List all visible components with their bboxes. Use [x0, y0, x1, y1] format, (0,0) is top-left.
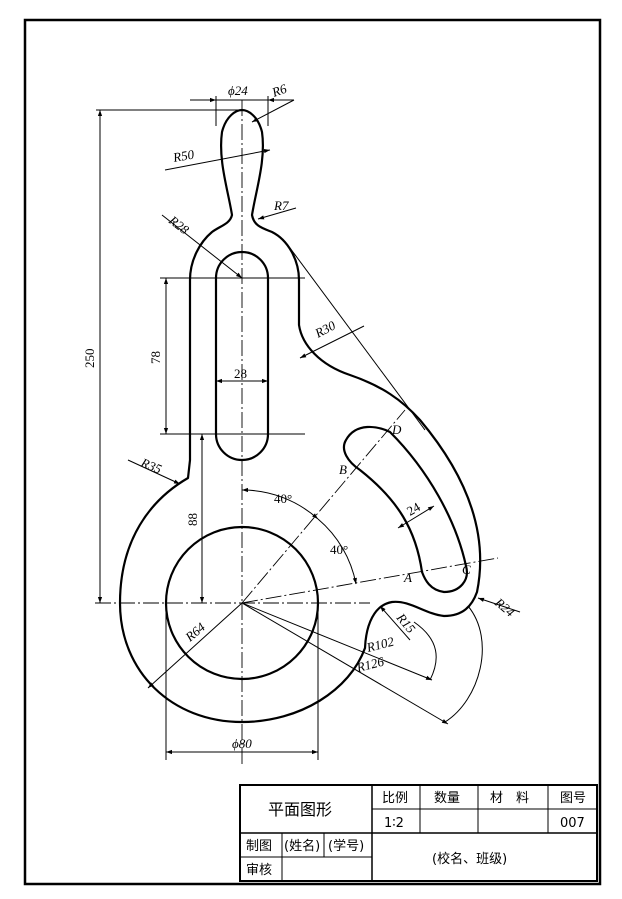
material-label: 材 料 — [490, 791, 529, 806]
point-a: A — [403, 570, 412, 585]
dim-r24: R24 — [491, 594, 518, 620]
dim-r126: R126 — [354, 654, 386, 676]
name-placeholder: (姓名) — [284, 838, 320, 854]
drawing-number-value: 007 — [560, 816, 585, 831]
dim-24: 24 — [404, 499, 423, 519]
dim-r50: R50 — [171, 146, 196, 165]
drawn-by-label: 制图 — [246, 839, 272, 854]
dimension-lines — [96, 96, 521, 760]
dim-r64: R64 — [182, 619, 209, 645]
school-class-placeholder: (校名、班级) — [432, 851, 507, 867]
point-b: B — [339, 462, 347, 477]
drawing-frame — [23, 18, 602, 886]
title-block: 平面图形 比例 1∶2 数量 材 料 图号 007 制图 (姓名) (学号) 审… — [239, 784, 598, 882]
dim-angle-upper: 40° — [274, 491, 292, 506]
dim-r28: R28 — [165, 212, 192, 238]
dim-tip-diameter: ϕ24 — [228, 83, 248, 98]
dim-r7: R7 — [273, 198, 289, 213]
title-block-title: 平面图形 — [268, 800, 332, 819]
dim-r30: R30 — [311, 317, 338, 341]
checked-by-label: 审核 — [246, 863, 272, 878]
point-d: D — [391, 422, 402, 437]
dim-r6: R6 — [269, 81, 289, 101]
dim-angle-lower: 40° — [330, 542, 348, 557]
dim-250: 250 — [82, 349, 97, 369]
scale-label: 比例 — [382, 791, 408, 806]
drawing-number-label: 图号 — [560, 791, 586, 806]
dim-diameter-80: ϕ80 — [232, 736, 252, 751]
point-labels: A B C D — [339, 422, 471, 585]
student-number-placeholder: (学号) — [328, 838, 364, 854]
dim-r35: R35 — [138, 454, 164, 476]
part-outline — [118, 108, 482, 724]
scale-value: 1∶2 — [384, 816, 404, 831]
dim-r102: R102 — [364, 634, 396, 656]
quantity-label: 数量 — [434, 791, 460, 806]
point-c: C — [462, 562, 471, 577]
dim-28: 28 — [234, 366, 247, 381]
dim-78: 78 — [148, 351, 163, 364]
dim-r15: R15 — [393, 610, 419, 637]
dim-88: 88 — [185, 513, 200, 526]
center-lines — [95, 100, 499, 765]
